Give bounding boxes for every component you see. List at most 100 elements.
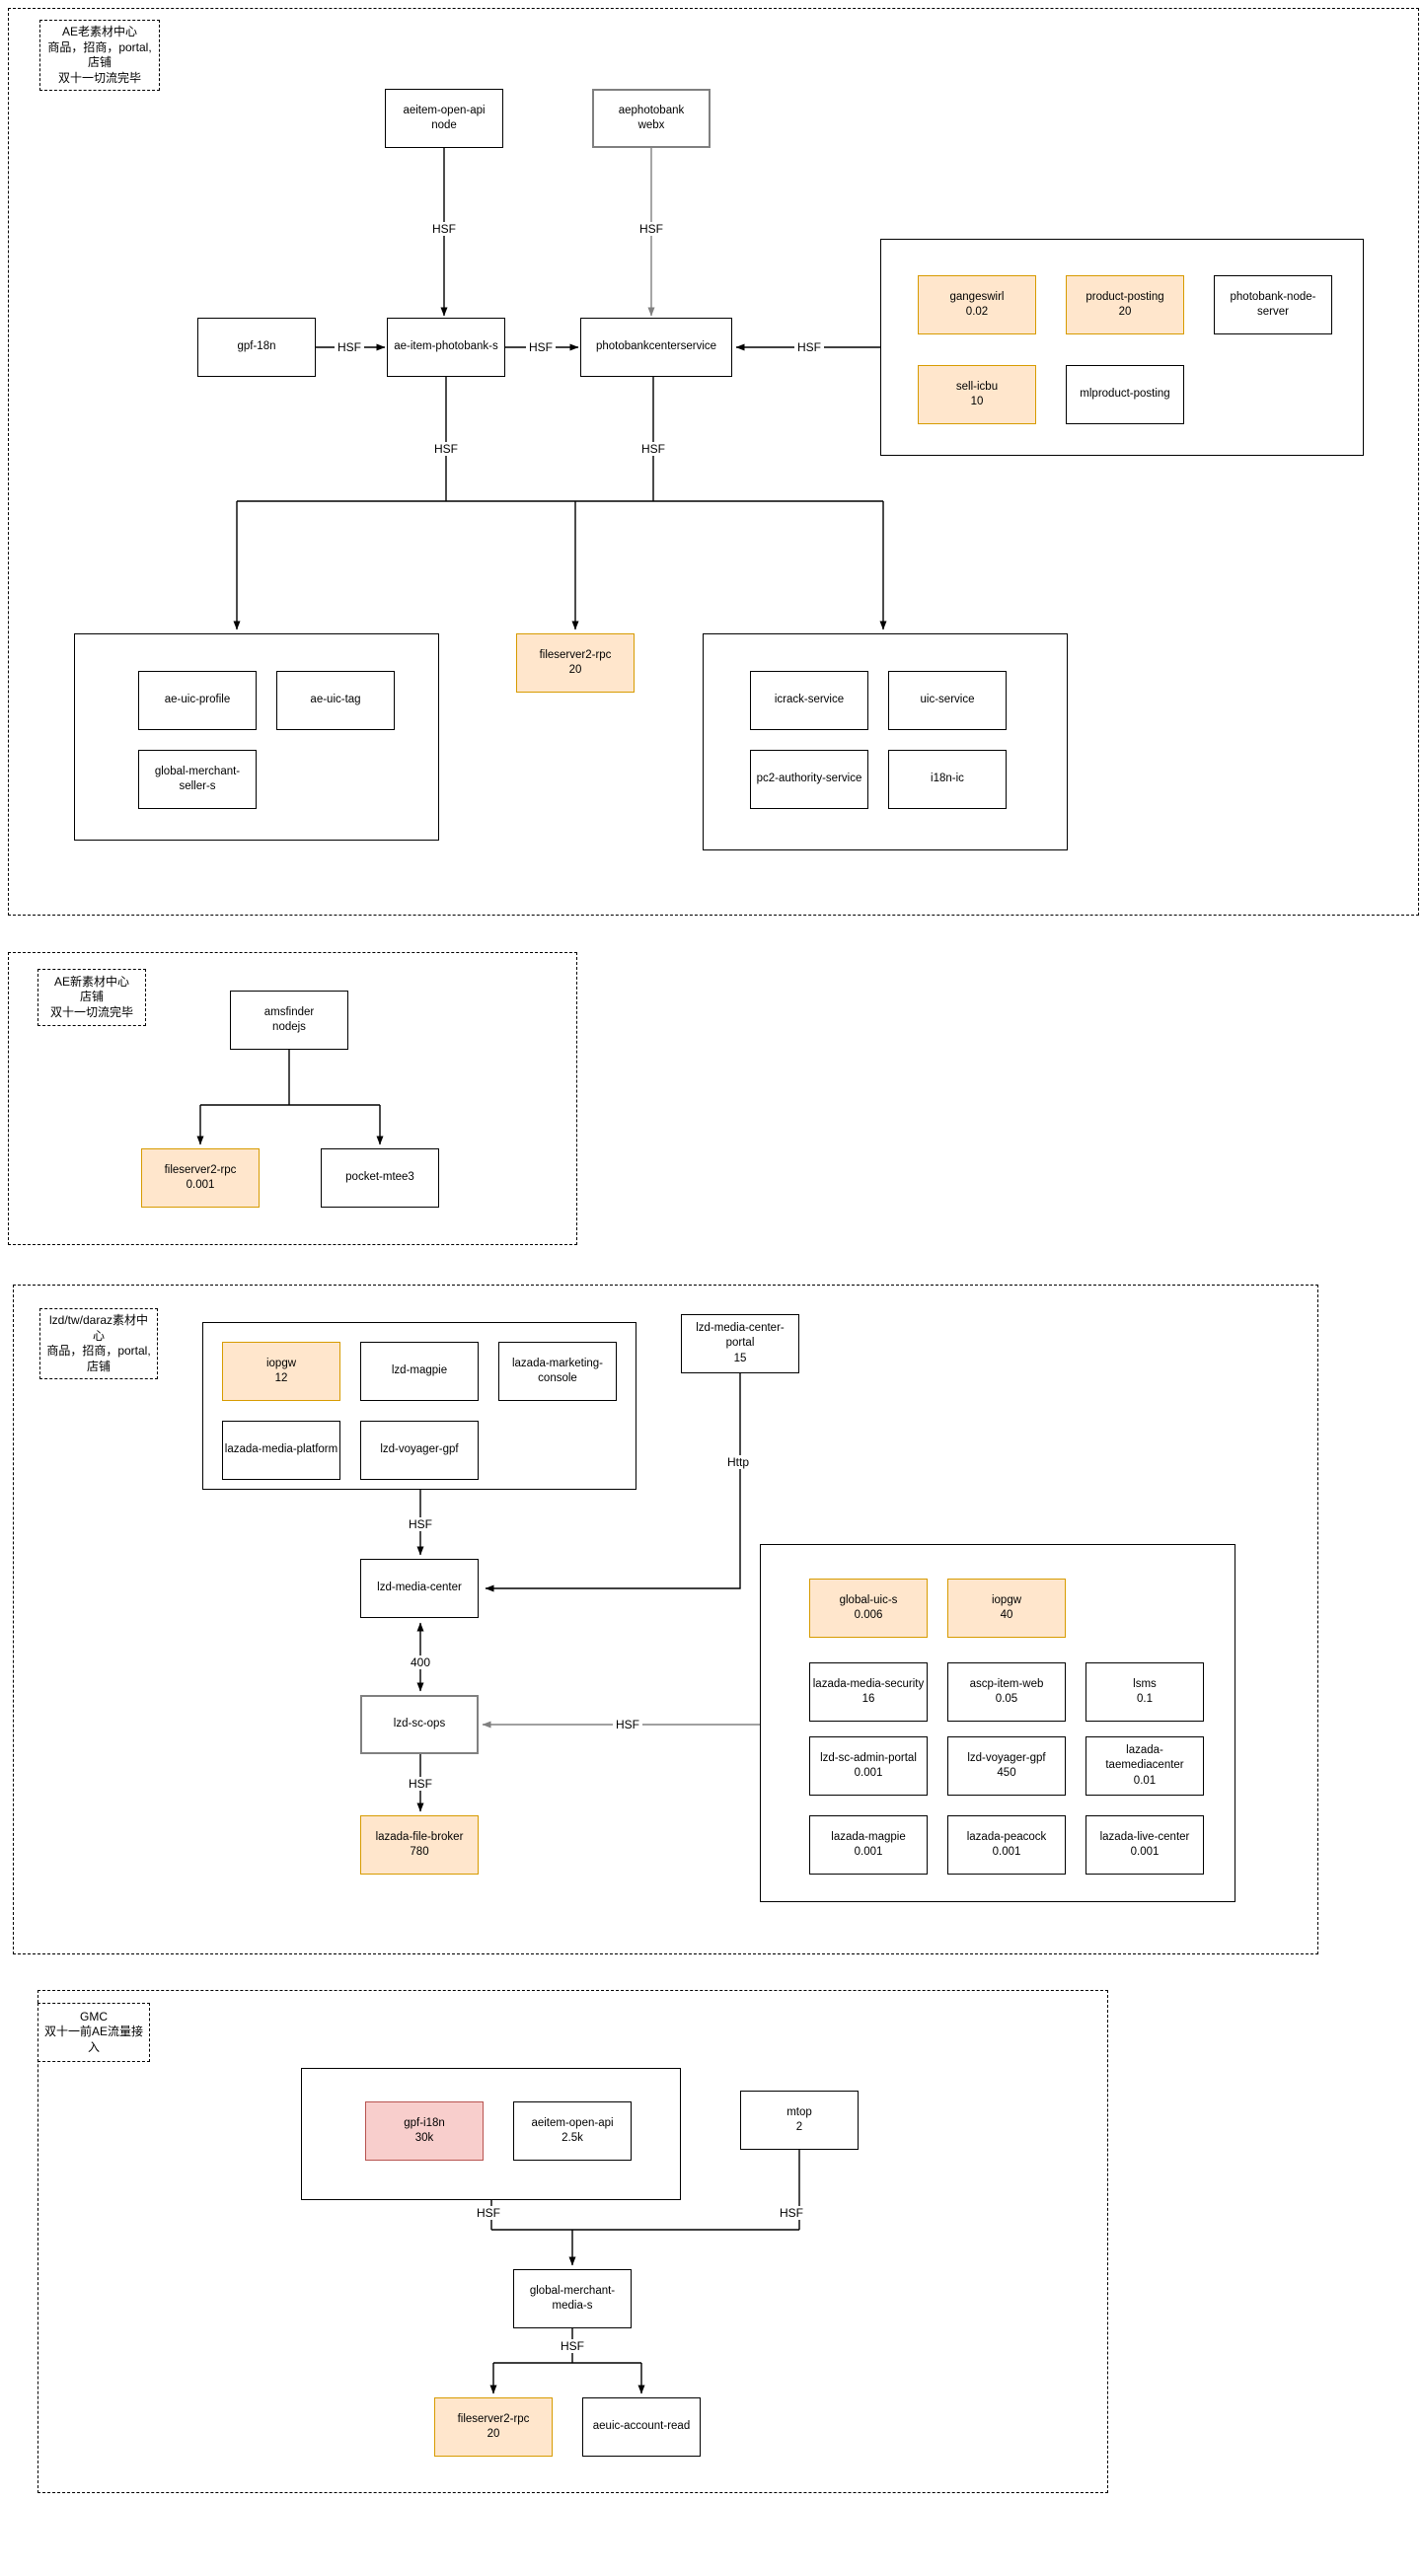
node-label: pocket-mtee3 [345, 1171, 414, 1184]
node-value: 2.5k [561, 2132, 583, 2144]
node-label: lazada-media-platform [224, 1443, 338, 1456]
node-label: fileserver2-rpc [164, 1163, 237, 1176]
node-lazada-taemediacenter[interactable]: lazada-taemediacenter 0.01 [1085, 1736, 1204, 1796]
node-global-uic-s[interactable]: global-uic-s 0.006 [809, 1579, 928, 1638]
node-label: gangeswirl [949, 290, 1005, 303]
node-label: lazada-media-security [812, 1677, 925, 1690]
edge-label-hsf: HSF [406, 1777, 435, 1791]
node-value: 0.02 [965, 306, 989, 318]
node-pocket-mtee3[interactable]: pocket-mtee3 [321, 1148, 439, 1208]
node-label: lzd-voyager-gpf [967, 1751, 1046, 1764]
section-label-ae-old: AE老素材中心 商品，招商，portal,店铺 双十一切流完毕 [39, 20, 160, 92]
edge-label-http: Http [723, 1455, 753, 1469]
node-label: ascp-item-web [969, 1677, 1044, 1690]
node-lazada-file-broker[interactable]: lazada-file-broker 780 [360, 1815, 479, 1875]
node-fileserver2-rpc-20b[interactable]: fileserver2-rpc 20 [434, 2397, 553, 2457]
node-ascp-item-web[interactable]: ascp-item-web 0.05 [947, 1662, 1066, 1722]
node-label: ae-item-photobank-s [394, 340, 498, 353]
node-label: ae-uic-tag [310, 694, 361, 706]
node-gangeswirl[interactable]: gangeswirl 0.02 [918, 275, 1036, 334]
node-photobank-node-server[interactable]: photobank-node-server [1214, 275, 1332, 334]
node-lzd-sc-ops[interactable]: lzd-sc-ops [360, 1695, 479, 1754]
node-ae-uic-tag[interactable]: ae-uic-tag [276, 671, 395, 730]
node-lzd-magpie[interactable]: lzd-magpie [360, 1342, 479, 1401]
node-value: 12 [274, 1372, 288, 1384]
node-lazada-media-security[interactable]: lazada-media-security 16 [809, 1662, 928, 1722]
node-value: 0.01 [1133, 1774, 1157, 1787]
node-mtop[interactable]: mtop 2 [740, 2091, 859, 2150]
node-label: global-merchant-media-s [529, 2284, 616, 2312]
node-lzd-media-center[interactable]: lzd-media-center [360, 1559, 479, 1618]
node-icrack-service[interactable]: icrack-service [750, 671, 868, 730]
edge-label-hsf: HSF [794, 340, 824, 354]
node-aeitem-open-api-node[interactable]: aeitem-open-api node [385, 89, 503, 148]
node-sell-icbu[interactable]: sell-icbu 10 [918, 365, 1036, 424]
node-label: iopgw [991, 1593, 1022, 1606]
node-lsms[interactable]: lsms 0.1 [1085, 1662, 1204, 1722]
node-ae-uic-profile[interactable]: ae-uic-profile [138, 671, 257, 730]
node-amsfinder-nodejs[interactable]: amsfinder nodejs [230, 991, 348, 1050]
node-label: aephotobank [618, 104, 685, 116]
node-photobankcenterservice[interactable]: photobankcenterservice [580, 318, 732, 377]
node-label: gpf-18n [237, 340, 276, 353]
node-value: 0.001 [186, 1179, 215, 1191]
node-label: product-posting [1085, 290, 1164, 303]
node-value: 10 [970, 396, 984, 407]
node-label: fileserver2-rpc [457, 2412, 530, 2425]
node-label: lazada-magpie [831, 1830, 906, 1843]
node-iopgw-12[interactable]: iopgw 12 [222, 1342, 340, 1401]
node-label: lazada-live-center [1099, 1830, 1190, 1843]
node-label: global-uic-s [839, 1593, 898, 1606]
node-gpf-i18n[interactable]: gpf-i18n 30k [365, 2101, 484, 2161]
node-lazada-marketing-console[interactable]: lazada-marketing-console [498, 1342, 617, 1401]
edge-label-hsf: HSF [638, 442, 668, 456]
section-ae-new-material-center [8, 952, 577, 1245]
node-label: lzd-voyager-gpf [380, 1443, 459, 1456]
node-lzd-voyager-gpf[interactable]: lzd-voyager-gpf [360, 1421, 479, 1480]
node-mlproduct-posting[interactable]: mlproduct-posting [1066, 365, 1184, 424]
node-lzd-voyager-gpf-450[interactable]: lzd-voyager-gpf 450 [947, 1736, 1066, 1796]
node-label: lazada-peacock [966, 1830, 1047, 1843]
node-lazada-peacock[interactable]: lazada-peacock 0.001 [947, 1815, 1066, 1875]
section-lzd-material-center [13, 1285, 1318, 1954]
node-fileserver2-rpc-20[interactable]: fileserver2-rpc 20 [516, 633, 635, 693]
section-label-text: lzd/tw/daraz素材中心 [48, 1313, 149, 1343]
node-uic-service[interactable]: uic-service [888, 671, 1007, 730]
node-label: lzd-media-center-portal [696, 1322, 785, 1350]
node-lazada-media-platform[interactable]: lazada-media-platform [222, 1421, 340, 1480]
node-gpf-18n[interactable]: gpf-18n [197, 318, 316, 377]
node-pc2-authority-service[interactable]: pc2-authority-service [750, 750, 868, 809]
node-product-posting[interactable]: product-posting 20 [1066, 275, 1184, 334]
node-iopgw-40[interactable]: iopgw 40 [947, 1579, 1066, 1638]
node-value: webx [637, 119, 665, 131]
node-aeitem-open-api-25k[interactable]: aeitem-open-api 2.5k [513, 2101, 632, 2161]
node-aephotobank-webx[interactable]: aephotobank webx [592, 89, 711, 148]
node-global-merchant-seller-s[interactable]: global-merchant-seller-s [138, 750, 257, 809]
node-label: uic-service [920, 694, 975, 706]
section-label-text: AE老素材中心 [61, 25, 137, 38]
edge-label-hsf: HSF [636, 222, 666, 236]
node-value: 0.001 [1130, 1846, 1160, 1858]
node-global-merchant-media-s[interactable]: global-merchant-media-s [513, 2269, 632, 2328]
node-fileserver2-rpc-0001[interactable]: fileserver2-rpc 0.001 [141, 1148, 260, 1208]
node-label: mlproduct-posting [1080, 388, 1170, 401]
node-ae-item-photobank-s[interactable]: ae-item-photobank-s [387, 318, 505, 377]
node-label: lsms [1133, 1677, 1157, 1690]
node-label: icrack-service [774, 694, 845, 706]
node-label: photobank-node-server [1230, 290, 1316, 318]
edge-label-hsf: HSF [406, 1517, 435, 1531]
section-label-text: 商品，招商，portal,店铺 [47, 39, 152, 70]
node-label: sell-icbu [955, 380, 999, 393]
node-lzd-media-center-portal[interactable]: lzd-media-center-portal 15 [681, 1314, 799, 1373]
node-label: gpf-i18n [404, 2116, 445, 2129]
node-i18n-ic[interactable]: i18n-ic [888, 750, 1007, 809]
node-lzd-sc-admin-portal[interactable]: lzd-sc-admin-portal 0.001 [809, 1736, 928, 1796]
node-aeuic-account-read[interactable]: aeuic-account-read [582, 2397, 701, 2457]
node-label: mtop [786, 2105, 812, 2118]
node-lazada-live-center[interactable]: lazada-live-center 0.001 [1085, 1815, 1204, 1875]
node-value: 16 [861, 1693, 875, 1705]
node-label: aeuic-account-read [592, 2420, 691, 2433]
node-lazada-magpie[interactable]: lazada-magpie 0.001 [809, 1815, 928, 1875]
group-ae-uic-services [74, 633, 439, 841]
